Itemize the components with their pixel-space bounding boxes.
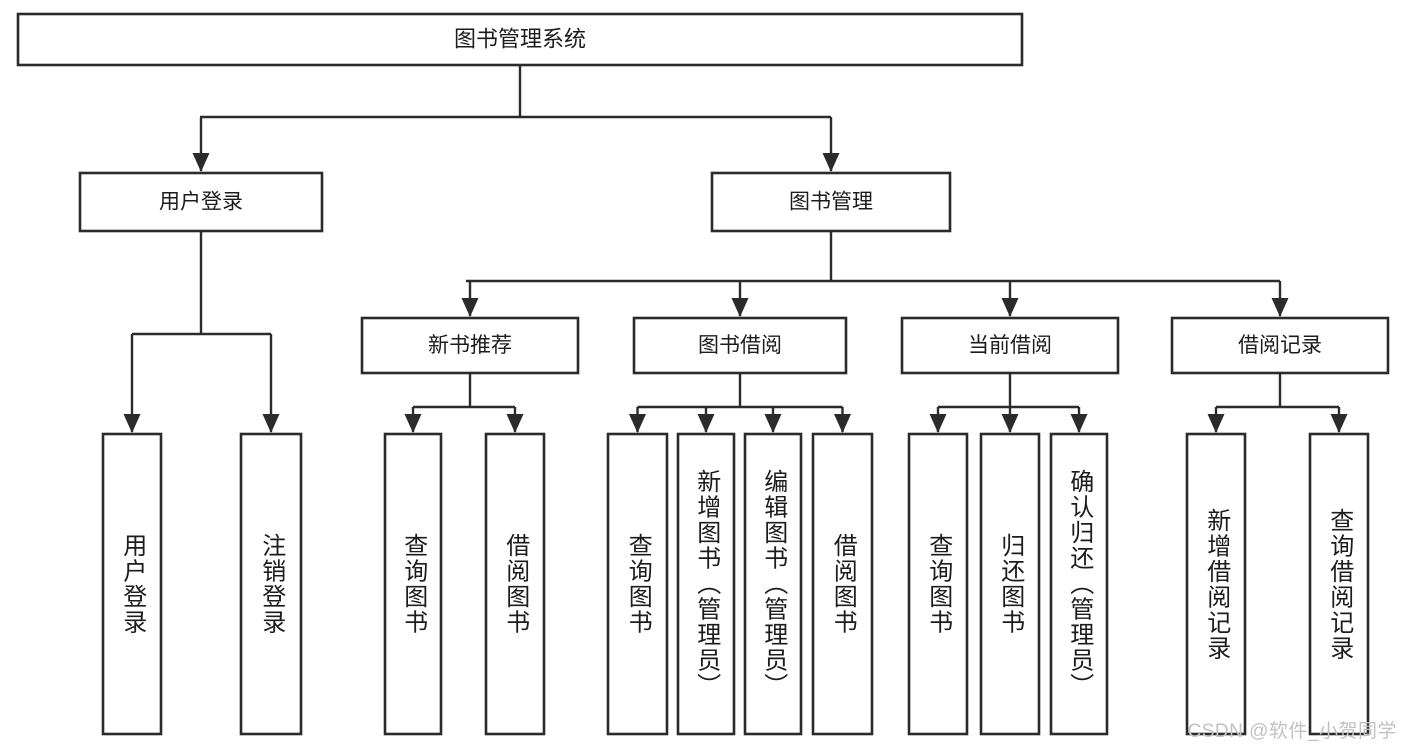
arrow-head-icon-leaf-borrow-book xyxy=(834,414,851,433)
node-box-leaf-query-book-current[interactable] xyxy=(907,432,969,736)
node-label-borrow-record: 借阅记录 xyxy=(1238,334,1322,357)
node-box-user-login[interactable] xyxy=(78,171,324,233)
arrow-head-icon-leaf-return-book xyxy=(1001,414,1019,433)
node-box-leaf-query-book-borrow[interactable] xyxy=(606,432,669,736)
arrow-head-icon-leaf-query-book-current xyxy=(929,414,947,433)
arrow-head-icon-leaf-query-book-borrow xyxy=(629,414,646,433)
node-box-leaf-query-borrow-record[interactable] xyxy=(1308,432,1370,736)
arrow-head-icon-book-borrow xyxy=(731,298,749,317)
node-box-leaf-confirm-return[interactable] xyxy=(1049,432,1109,736)
watermark-text: CSDN @软件_小贺同学 xyxy=(1187,721,1397,742)
arrow-head-icon-leaf-logout-login xyxy=(262,414,280,433)
arrow-head-icon-leaf-user-login xyxy=(123,414,141,433)
node-label-new-book-recommend: 新书推荐 xyxy=(428,334,512,357)
node-box-leaf-logout-login[interactable] xyxy=(239,432,303,736)
arrow-head-icon-leaf-query-book-rec xyxy=(404,414,422,433)
arrow-head-icon-leaf-confirm-return xyxy=(1070,414,1088,433)
node-box-leaf-borrow-book-rec[interactable] xyxy=(484,432,546,736)
arrow-head-icon-leaf-borrow-book-rec xyxy=(506,414,524,433)
arrow-head-icon-user-login xyxy=(192,153,210,172)
node-box-leaf-return-book[interactable] xyxy=(979,432,1041,736)
node-box-leaf-add-borrow-record[interactable] xyxy=(1185,432,1247,736)
node-label-book-manage: 图书管理 xyxy=(789,191,873,214)
arrow-head-icon-current-borrow xyxy=(1001,298,1019,317)
node-label-book-borrow: 图书借阅 xyxy=(698,334,782,357)
arrow-head-icon-leaf-query-borrow-record xyxy=(1330,414,1348,433)
arrow-head-icon-borrow-record xyxy=(1271,298,1289,317)
arrow-head-icon-leaf-add-book-admin xyxy=(697,414,715,433)
arrow-head-icon-new-book-recommend xyxy=(461,298,479,317)
node-box-leaf-borrow-book[interactable] xyxy=(811,432,874,736)
arrow-head-icon-leaf-add-borrow-record xyxy=(1207,414,1225,433)
node-box-book-borrow[interactable] xyxy=(632,316,848,375)
node-box-leaf-edit-book-admin[interactable] xyxy=(743,432,803,736)
node-label-current-borrow: 当前借阅 xyxy=(968,334,1052,357)
node-box-borrow-record[interactable] xyxy=(1170,316,1390,375)
node-box-current-borrow[interactable] xyxy=(900,316,1120,375)
node-box-book-manage[interactable] xyxy=(710,171,952,233)
node-box-new-book-recommend[interactable] xyxy=(360,316,580,375)
arrow-head-icon-leaf-edit-book-admin xyxy=(764,414,782,433)
node-box-leaf-add-book-admin[interactable] xyxy=(676,432,736,736)
node-box-leaf-query-book-rec[interactable] xyxy=(383,432,443,736)
node-label-user-login: 用户登录 xyxy=(159,191,243,214)
connectors-layer xyxy=(123,65,1348,433)
node-box-root[interactable] xyxy=(16,12,1024,67)
arrow-head-icon-book-manage xyxy=(822,153,840,172)
node-label-root: 图书管理系统 xyxy=(454,26,586,51)
node-box-leaf-user-login[interactable] xyxy=(101,432,163,736)
